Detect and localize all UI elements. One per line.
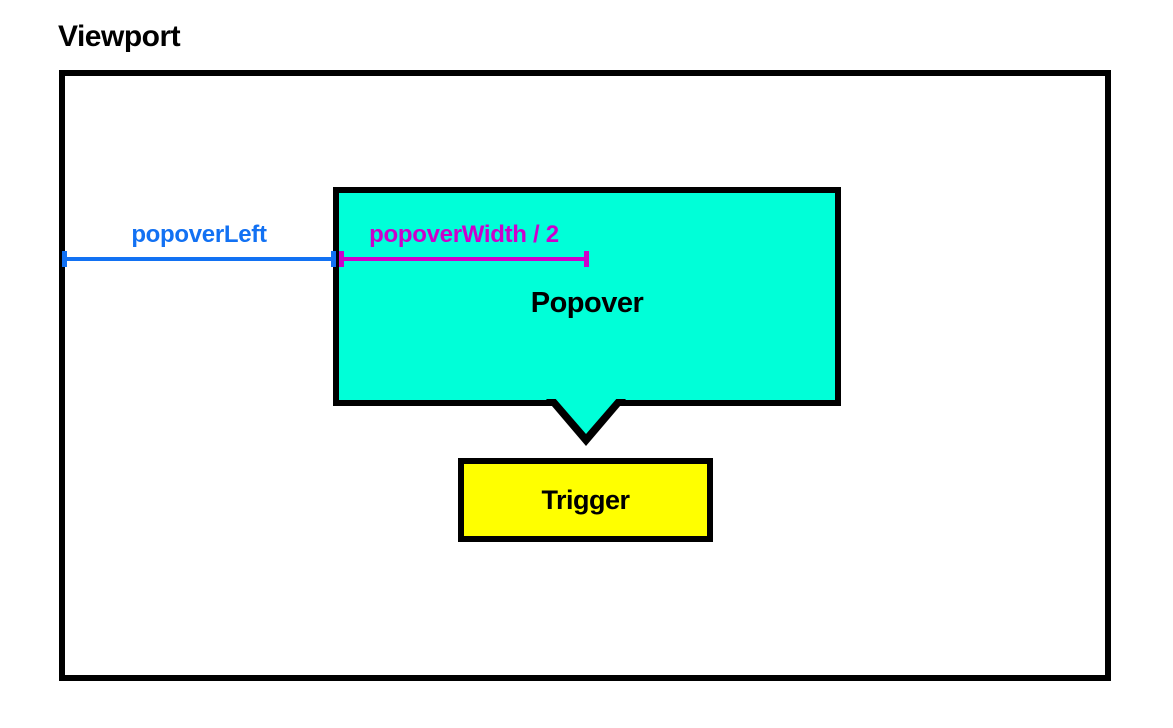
popover-width-half-measure: popoverWidth / 2 xyxy=(339,220,589,267)
popover-width-half-measure-label: popoverWidth / 2 xyxy=(369,221,559,248)
viewport-label: Viewport xyxy=(58,20,181,53)
popover-left-measure: popoverLeft xyxy=(62,220,336,267)
popover-tail-icon xyxy=(546,397,626,446)
popover-label: Popover xyxy=(530,287,644,319)
trigger-label: Trigger xyxy=(541,484,630,515)
popover-left-measure-line xyxy=(62,251,336,267)
popover-left-measure-label: popoverLeft xyxy=(131,221,267,248)
viewport-box xyxy=(59,70,1111,681)
popover-width-half-measure-line xyxy=(339,251,589,267)
trigger-box: Trigger xyxy=(458,458,713,542)
